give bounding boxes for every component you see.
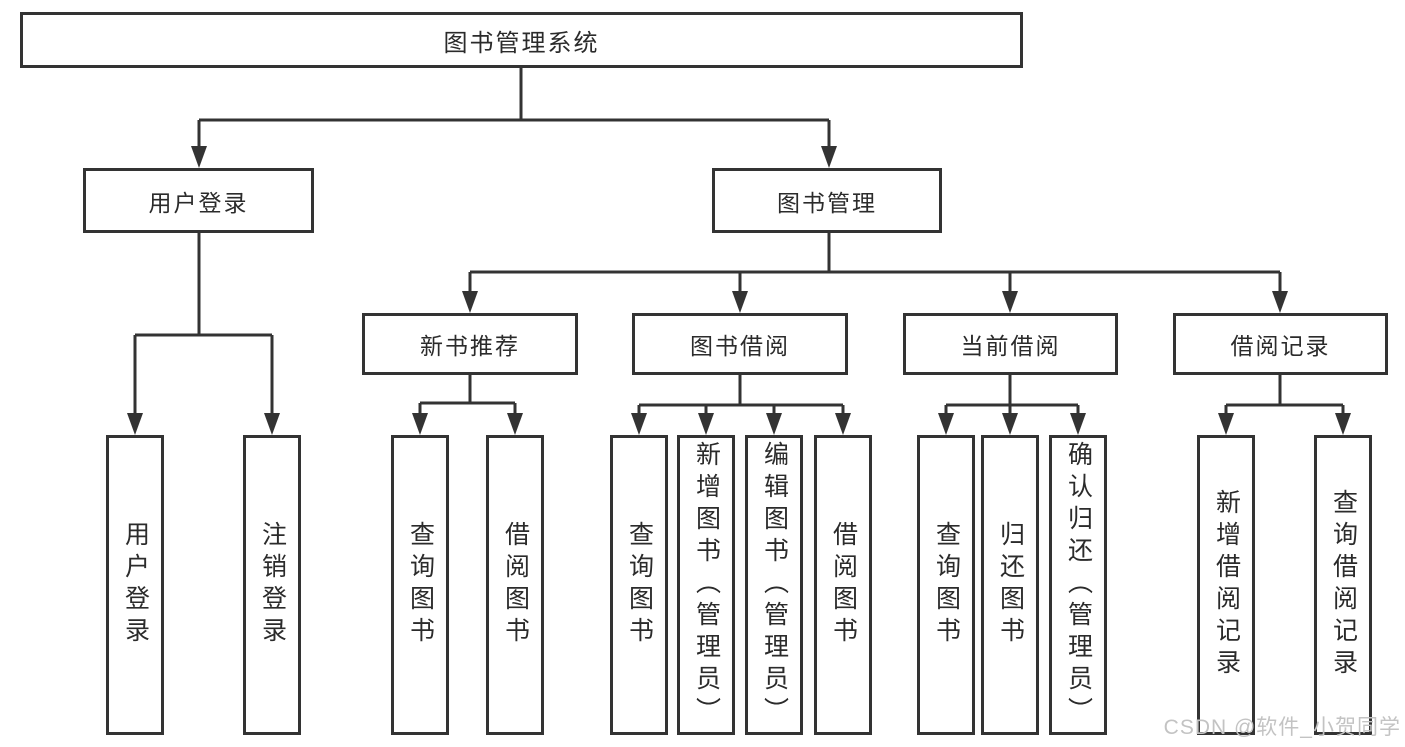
node-label: 图书管理 (777, 189, 877, 216)
leaf-confirm-return-admin: 确认归还（管理员） (1049, 435, 1107, 735)
node-book-management-module: 图书管理 (712, 168, 942, 233)
node-label: 新增借阅记录 (1212, 489, 1241, 681)
node-new-book-recommend: 新书推荐 (362, 313, 578, 375)
node-label: 注销登录 (258, 521, 287, 649)
leaf-edit-books-admin: 编辑图书（管理员） (745, 435, 803, 735)
node-label: 图书借阅 (690, 333, 790, 359)
leaf-user-login: 用户登录 (106, 435, 164, 735)
leaf-borrow-books-recommend: 借阅图书 (486, 435, 544, 735)
node-label: 查询图书 (932, 521, 961, 649)
node-label: 新书推荐 (420, 333, 520, 359)
node-label: 查询图书 (406, 521, 435, 649)
leaf-query-books-current: 查询图书 (917, 435, 975, 735)
leaf-logout: 注销登录 (243, 435, 301, 735)
node-book-borrow: 图书借阅 (632, 313, 848, 375)
leaf-query-borrow-record: 查询借阅记录 (1314, 435, 1372, 735)
node-label: 用户登录 (148, 189, 249, 216)
node-label: 确认归还（管理员） (1064, 441, 1093, 729)
leaf-add-borrow-record: 新增借阅记录 (1197, 435, 1255, 735)
node-borrow-record: 借阅记录 (1173, 313, 1388, 375)
node-label: 借阅图书 (829, 521, 858, 649)
node-label: 当前借阅 (960, 333, 1061, 359)
csdn-watermark: CSDN @软件_小贺同学 (1163, 716, 1401, 739)
leaf-borrow-books: 借阅图书 (814, 435, 872, 735)
leaf-add-books-admin: 新增图书（管理员） (677, 435, 735, 735)
node-current-borrow: 当前借阅 (903, 313, 1118, 375)
node-label: 编辑图书（管理员） (760, 441, 789, 729)
node-label: 图书管理系统 (443, 29, 600, 57)
node-label: 借阅图书 (501, 521, 530, 649)
leaf-return-books: 归还图书 (981, 435, 1039, 735)
node-root-system: 图书管理系统 (20, 12, 1023, 68)
node-label: 借阅记录 (1230, 333, 1331, 359)
node-user-login-module: 用户登录 (83, 168, 314, 233)
node-label: 归还图书 (996, 521, 1025, 649)
node-label: 查询借阅记录 (1329, 489, 1358, 681)
leaf-query-books-recommend: 查询图书 (391, 435, 449, 735)
leaf-query-books-borrow: 查询图书 (610, 435, 668, 735)
node-label: 新增图书（管理员） (692, 441, 721, 729)
node-label: 查询图书 (625, 521, 654, 649)
node-label: 用户登录 (121, 521, 150, 649)
arrowheads (127, 146, 1351, 435)
